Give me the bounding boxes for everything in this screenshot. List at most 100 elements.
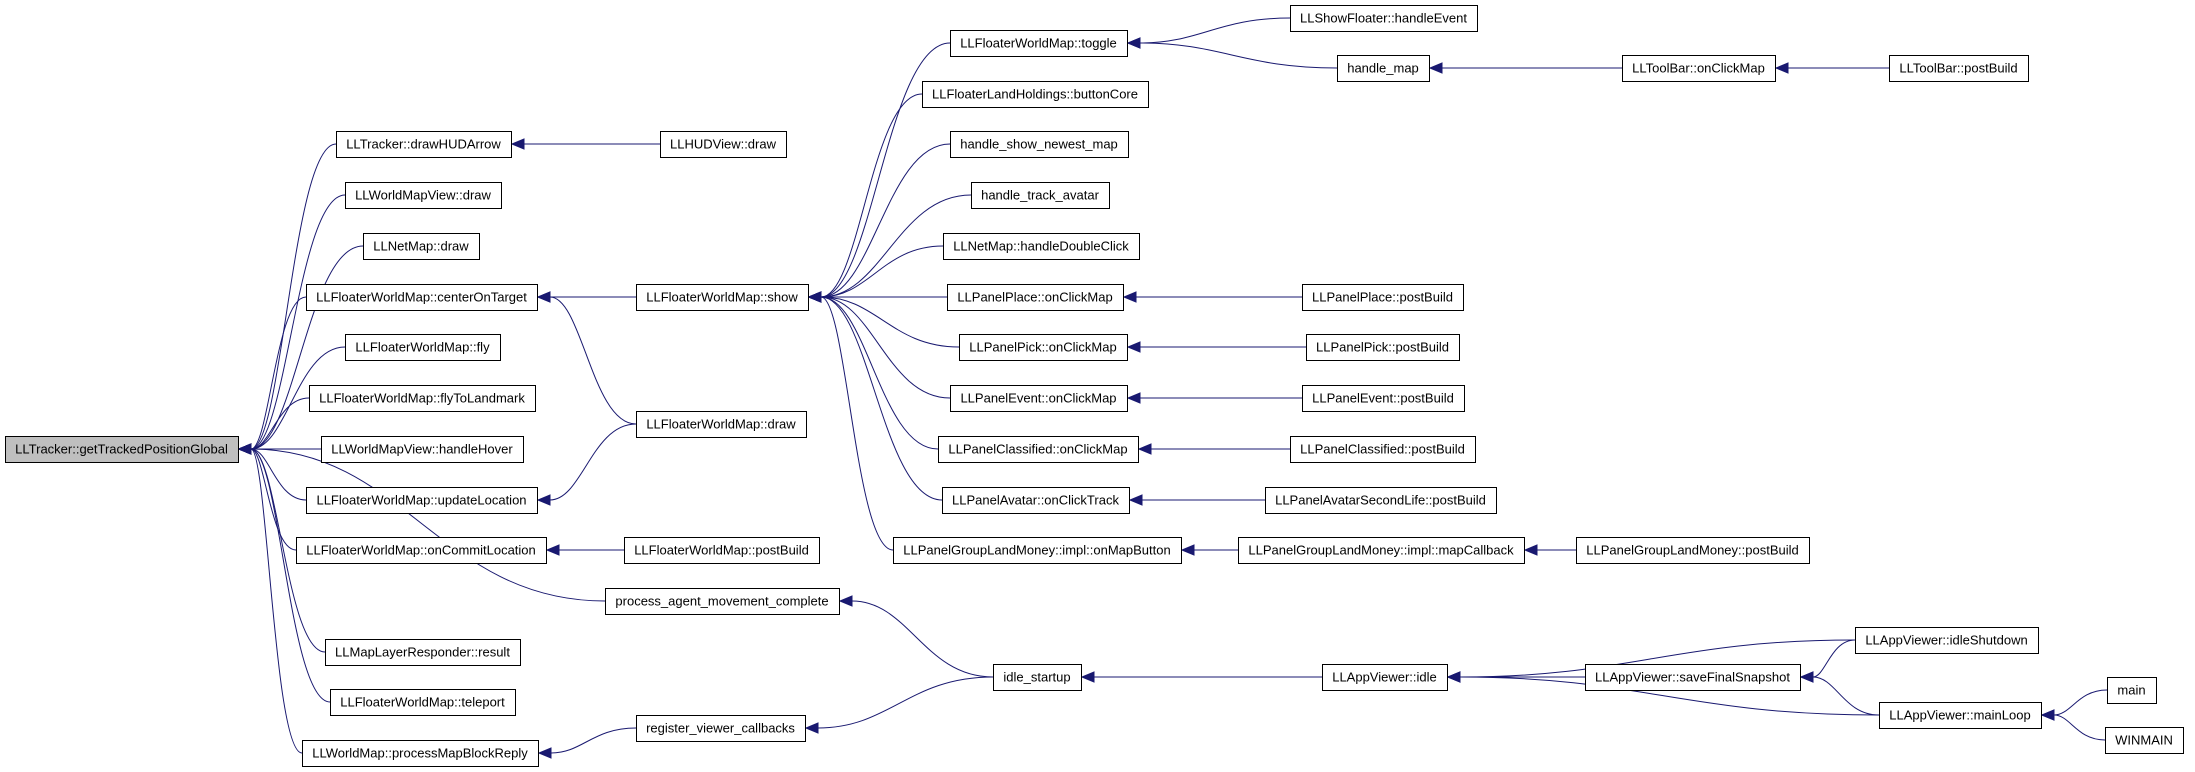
node-llpanelavatar-onclicktrack[interactable]: LLPanelAvatar::onClickTrack (942, 487, 1130, 514)
node-label: LLFloaterWorldMap::onCommitLocation (306, 543, 536, 558)
node-llappviewer-mainloop[interactable]: LLAppViewer::mainLoop (1879, 702, 2042, 729)
node-llpanelclassified-postbuild[interactable]: LLPanelClassified::postBuild (1290, 436, 1476, 463)
node-box (336, 131, 512, 158)
node-label: LLAppViewer::saveFinalSnapshot (1595, 670, 1790, 685)
node-llappviewer-idle[interactable]: LLAppViewer::idle (1322, 664, 1448, 691)
node-box (993, 664, 1082, 691)
node-box (1265, 487, 1497, 514)
node-llpanelgrouplandmoney-postbuild[interactable]: LLPanelGroupLandMoney::postBuild (1576, 537, 1810, 564)
node-llshowfloater-handleevent[interactable]: LLShowFloater::handleEvent (1290, 5, 1478, 32)
edge-arrowhead (536, 494, 551, 506)
node-label: LLPanelEvent::postBuild (1312, 391, 1454, 406)
node-label: LLFloaterLandHoldings::buttonCore (932, 87, 1138, 102)
node-lltoolbar-postbuild[interactable]: LLToolBar::postBuild (1889, 55, 2029, 82)
edge-line (250, 296, 307, 450)
node-llmaplayerresponder-result[interactable]: LLMapLayerResponder::result (325, 639, 521, 666)
call-edge (237, 443, 606, 602)
edge-line (1139, 42, 1338, 69)
edge-line (549, 423, 637, 501)
edge-line (250, 448, 331, 703)
edge-line (549, 296, 637, 425)
node-handle-map[interactable]: handle_map (1337, 55, 1430, 82)
node-box (1290, 436, 1476, 463)
node-box (959, 334, 1128, 361)
node-llworldmapview-draw[interactable]: LLWorldMapView::draw (345, 182, 502, 209)
node-llfloaterworldmap-teleport[interactable]: LLFloaterWorldMap::teleport (330, 689, 516, 716)
call-edge (1137, 443, 1290, 455)
edge-arrowhead (1428, 62, 1443, 74)
node-llpanelpick-postbuild[interactable]: LLPanelPick::postBuild (1306, 334, 1460, 361)
node-handle-show-newest-map[interactable]: handle_show_newest_map (950, 131, 1129, 158)
node-llfloaterworldmap-show[interactable]: LLFloaterWorldMap::show (636, 284, 809, 311)
node-llappviewer-idleshutdown[interactable]: LLAppViewer::idleShutdown (1855, 627, 2039, 654)
node-label: LLAppViewer::mainLoop (1889, 708, 2030, 723)
call-edge (2040, 709, 2106, 741)
node-box (950, 30, 1128, 57)
node-box (950, 131, 1129, 158)
call-edge (1126, 392, 1302, 404)
node-winmain[interactable]: WINMAIN (2105, 727, 2184, 754)
node-llfloaterworldmap-toggle[interactable]: LLFloaterWorldMap::toggle (950, 30, 1128, 57)
node-lltracker-drawhudarrow[interactable]: LLTracker::drawHUDArrow (336, 131, 512, 158)
node-llpanelevent-postbuild[interactable]: LLPanelEvent::postBuild (1302, 385, 1465, 412)
node-box (302, 740, 539, 767)
node-box (660, 131, 787, 158)
node-llhudview-draw[interactable]: LLHUDView::draw (660, 131, 787, 158)
node-box (1855, 627, 2039, 654)
node-label: LLPanelAvatar::onClickTrack (952, 493, 1119, 508)
node-llpanelplace-postbuild[interactable]: LLPanelPlace::postBuild (1302, 284, 1464, 311)
node-llappviewer-savefinalsnapshot[interactable]: LLAppViewer::saveFinalSnapshot (1585, 664, 1801, 691)
edge-line (820, 296, 960, 348)
call-edge (1122, 291, 1302, 303)
node-llpanelavatarsecondlife-postbuild[interactable]: LLPanelAvatarSecondLife::postBuild (1265, 487, 1497, 514)
node-llpanelgrouplandmoney-impl-mapcallback[interactable]: LLPanelGroupLandMoney::impl::mapCallback (1238, 537, 1525, 564)
node-llpanelevent-onclickmap[interactable]: LLPanelEvent::onClickMap (950, 385, 1128, 412)
node-box (971, 182, 1110, 209)
node-llworldmapview-handlehover[interactable]: LLWorldMapView::handleHover (321, 436, 524, 463)
node-llpanelclassified-onclickmap[interactable]: LLPanelClassified::onClickMap (938, 436, 1139, 463)
edge-line (820, 296, 939, 450)
node-label: idle_startup (1003, 670, 1070, 685)
edge-arrowhead (1446, 671, 1461, 683)
call-edge (537, 727, 637, 759)
node-llnetmap-handledoubleclick[interactable]: LLNetMap::handleDoubleClick (943, 233, 1140, 260)
node-box (950, 385, 1128, 412)
node-llfloaterworldmap-oncommitlocation[interactable]: LLFloaterWorldMap::onCommitLocation (296, 537, 547, 564)
node-box (636, 284, 809, 311)
edge-line (2053, 689, 2108, 716)
node-label: LLPanelPick::onClickMap (969, 340, 1116, 355)
node-lltoolbar-onclickmap[interactable]: LLToolBar::onClickMap (1622, 55, 1776, 82)
node-box (1622, 55, 1776, 82)
node-box (2105, 727, 2184, 754)
node-llfloaterworldmap-fly[interactable]: LLFloaterWorldMap::fly (345, 334, 501, 361)
node-llfloaterlandholdings-buttoncore[interactable]: LLFloaterLandHoldings::buttonCore (922, 81, 1149, 108)
node-label: LLNetMap::draw (373, 239, 469, 254)
edge-line (250, 448, 606, 602)
edge-arrowhead (510, 138, 525, 150)
node-idle-startup[interactable]: idle_startup (993, 664, 1082, 691)
edge-line (250, 346, 346, 450)
node-llfloaterworldmap-centerontarget[interactable]: LLFloaterWorldMap::centerOnTarget (306, 284, 538, 311)
node-main[interactable]: main (2107, 677, 2157, 704)
node-handle-track-avatar[interactable]: handle_track_avatar (971, 182, 1110, 209)
node-label: LLFloaterWorldMap::teleport (340, 695, 505, 710)
node-llpanelpick-onclickmap[interactable]: LLPanelPick::onClickMap (959, 334, 1128, 361)
node-lltracker-gettrackedpositionglobal[interactable]: LLTracker::getTrackedPositionGlobal (5, 436, 239, 463)
node-llnetmap-draw[interactable]: LLNetMap::draw (363, 233, 480, 260)
call-edge (1799, 671, 1880, 716)
graph-edges (237, 17, 2108, 759)
edge-arrowhead (1126, 37, 1141, 49)
node-llworldmap-processmapblockreply[interactable]: LLWorldMap::processMapBlockReply (302, 740, 539, 767)
node-process-agent-movement-complete[interactable]: process_agent_movement_complete (605, 588, 840, 615)
call-edge (1180, 544, 1239, 556)
node-box (330, 689, 516, 716)
node-llpanelgrouplandmoney-impl-onmapbutton[interactable]: LLPanelGroupLandMoney::impl::onMapButton (893, 537, 1182, 564)
node-llfloaterworldmap-draw[interactable]: LLFloaterWorldMap::draw (636, 411, 807, 438)
node-register-viewer-callbacks[interactable]: register_viewer_callbacks (636, 715, 806, 742)
node-llfloaterworldmap-postbuild[interactable]: LLFloaterWorldMap::postBuild (624, 537, 820, 564)
node-llpanelplace-onclickmap[interactable]: LLPanelPlace::onClickMap (947, 284, 1124, 311)
node-llfloaterworldmap-flytolandmark[interactable]: LLFloaterWorldMap::flyToLandmark (309, 385, 536, 412)
call-edge (237, 194, 346, 455)
node-llfloaterworldmap-updatelocation[interactable]: LLFloaterWorldMap::updateLocation (306, 487, 538, 514)
edge-arrowhead (545, 544, 560, 556)
